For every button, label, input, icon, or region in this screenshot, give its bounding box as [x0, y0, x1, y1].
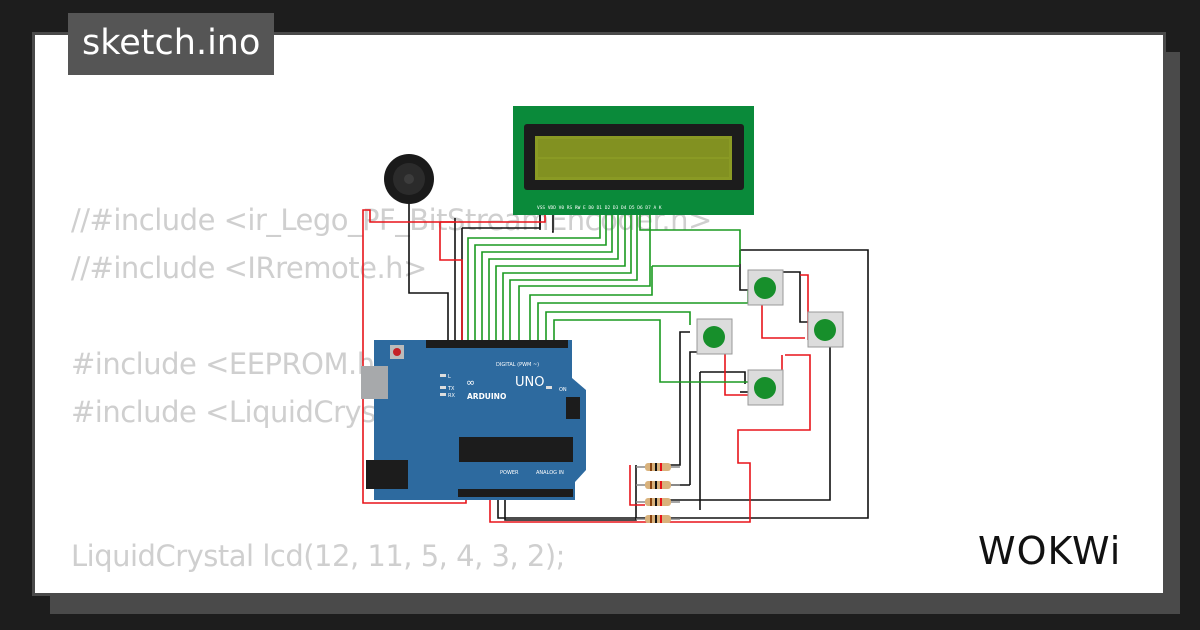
wokwi-logo: WOKWi — [978, 529, 1121, 573]
lcd-display[interactable]: VSS VDD V0 RS RW E D0 D1 D2 D3 D4 D5 D6 … — [513, 106, 754, 215]
file-title-tab[interactable]: sketch.ino — [68, 13, 275, 75]
atmega-chip — [459, 437, 573, 462]
tx-label: TX — [447, 386, 455, 392]
resistor — [636, 498, 680, 506]
board-name: UNO — [515, 375, 544, 390]
arduino-uno-board[interactable]: UNO ARDUINO ∞ DIGITAL (PWM ~) POWER ANAL… — [361, 340, 586, 500]
power-analog-header — [458, 489, 573, 497]
icsp-header — [566, 397, 580, 419]
lcd-pin-labels: VSS VDD V0 RS RW E D0 D1 D2 D3 D4 D5 D6 … — [537, 205, 662, 211]
rx-label: RX — [448, 393, 455, 399]
l-label: L — [448, 374, 451, 380]
analog-label: ANALOG IN — [536, 470, 564, 476]
code-line: //#include <IRremote.h> — [71, 251, 427, 285]
digital-label: DIGITAL (PWM ~) — [496, 362, 539, 368]
power-label: POWER — [500, 470, 519, 476]
buzzer[interactable] — [384, 154, 434, 204]
board-brand: ARDUINO — [467, 392, 506, 401]
push-button-top[interactable] — [747, 269, 784, 306]
wokwi-logo-text: WOKWi — [978, 529, 1121, 573]
resistor — [636, 515, 680, 523]
resistor — [636, 481, 680, 489]
usb-port — [361, 366, 388, 399]
code-line: LiquidCrystal lcd(12, 11, 5, 4, 3, 2); — [71, 539, 565, 573]
push-button-bottom[interactable] — [747, 369, 784, 406]
resistors[interactable] — [636, 463, 680, 523]
power-jack — [366, 460, 408, 489]
push-button-right[interactable] — [807, 311, 844, 348]
digital-header — [426, 340, 568, 348]
led-markers — [440, 374, 552, 396]
push-button-left[interactable] — [696, 318, 733, 355]
lcd-character-cells — [538, 139, 729, 177]
resistor — [636, 463, 680, 471]
on-label: ON — [559, 387, 567, 393]
arduino-logo-icon: ∞ — [466, 376, 475, 389]
